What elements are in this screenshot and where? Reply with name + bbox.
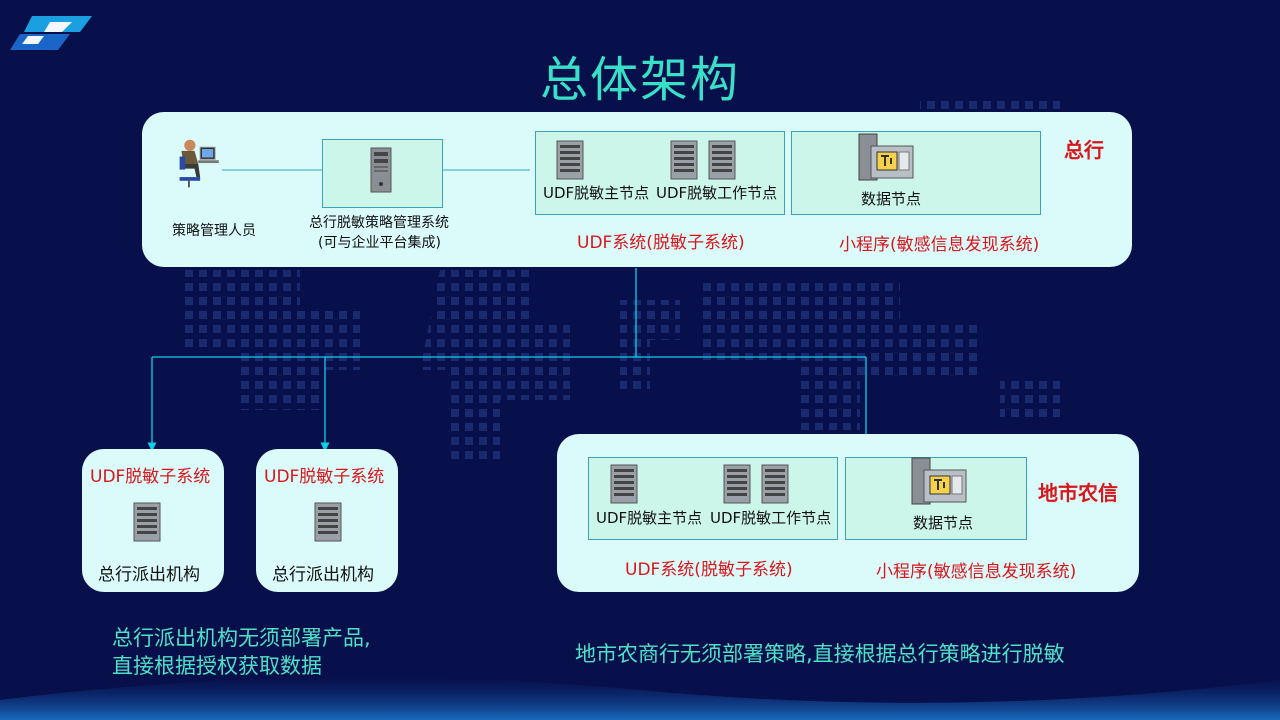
mgmt-system-label-2: (可与企业平台集成) xyxy=(318,235,441,251)
local-udf-work-server-icon-1 xyxy=(723,464,751,504)
branch-1-label: 总行派出机构 xyxy=(98,565,200,585)
wave-decoration xyxy=(0,677,1280,720)
local-mini-program-label: 小程序(敏感信息发现系统) xyxy=(876,562,1077,582)
local-caption: 地市农商行无须部署策略,直接根据总行策略进行脱敏 xyxy=(575,642,1065,666)
local-udf-system-label: UDF系统(脱敏子系统) xyxy=(625,560,793,580)
udf-main-server-icon xyxy=(556,140,584,180)
hq-udf-system-label: UDF系统(脱敏子系统) xyxy=(577,233,745,253)
hq-udf-main-node-label: UDF脱敏主节点 xyxy=(543,184,650,202)
local-udf-work-server-icon-2 xyxy=(761,464,789,504)
server-tower-icon xyxy=(370,147,392,193)
hq-data-node-box xyxy=(791,131,1041,215)
udf-work-server-icon-1 xyxy=(670,140,698,180)
local-udf-main-node-label: UDF脱敏主节点 xyxy=(596,509,703,527)
branch-2-label: 总行派出机构 xyxy=(272,565,374,585)
branch-caption-line-1: 总行派出机构无须部署产品, xyxy=(112,626,371,650)
local-data-node-label: 数据节点 xyxy=(913,514,974,532)
udf-work-server-icon-2 xyxy=(708,140,736,180)
data-node-server-icon xyxy=(858,133,914,181)
branch-1-server-icon xyxy=(133,502,161,542)
branch-2-subsystem: UDF脱敏子系统 xyxy=(264,467,385,487)
local-data-node-server-icon xyxy=(911,457,967,505)
world-map-decoration xyxy=(180,100,1060,460)
branch-2-server-icon xyxy=(314,502,342,542)
branch-1-subsystem: UDF脱敏子系统 xyxy=(90,467,211,487)
company-logo xyxy=(10,16,92,50)
hq-udf-work-node-label: UDF脱敏工作节点 xyxy=(656,184,778,202)
local-udf-main-server-icon xyxy=(610,464,638,504)
local-label: 地市农信 xyxy=(1038,481,1118,505)
hq-mini-program-label: 小程序(敏感信息发现系统) xyxy=(839,235,1040,255)
admin-person-icon xyxy=(179,139,219,188)
page-title: 总体架构 xyxy=(539,52,740,108)
admin-label: 策略管理人员 xyxy=(172,223,256,239)
hq-data-node-label: 数据节点 xyxy=(861,190,922,208)
hq-label: 总行 xyxy=(1064,138,1104,162)
local-udf-work-node-label: UDF脱敏工作节点 xyxy=(710,509,832,527)
branch-caption-line-2: 直接根据授权获取数据 xyxy=(112,654,322,678)
mgmt-system-label-1: 总行脱敏策略管理系统 xyxy=(309,215,449,231)
